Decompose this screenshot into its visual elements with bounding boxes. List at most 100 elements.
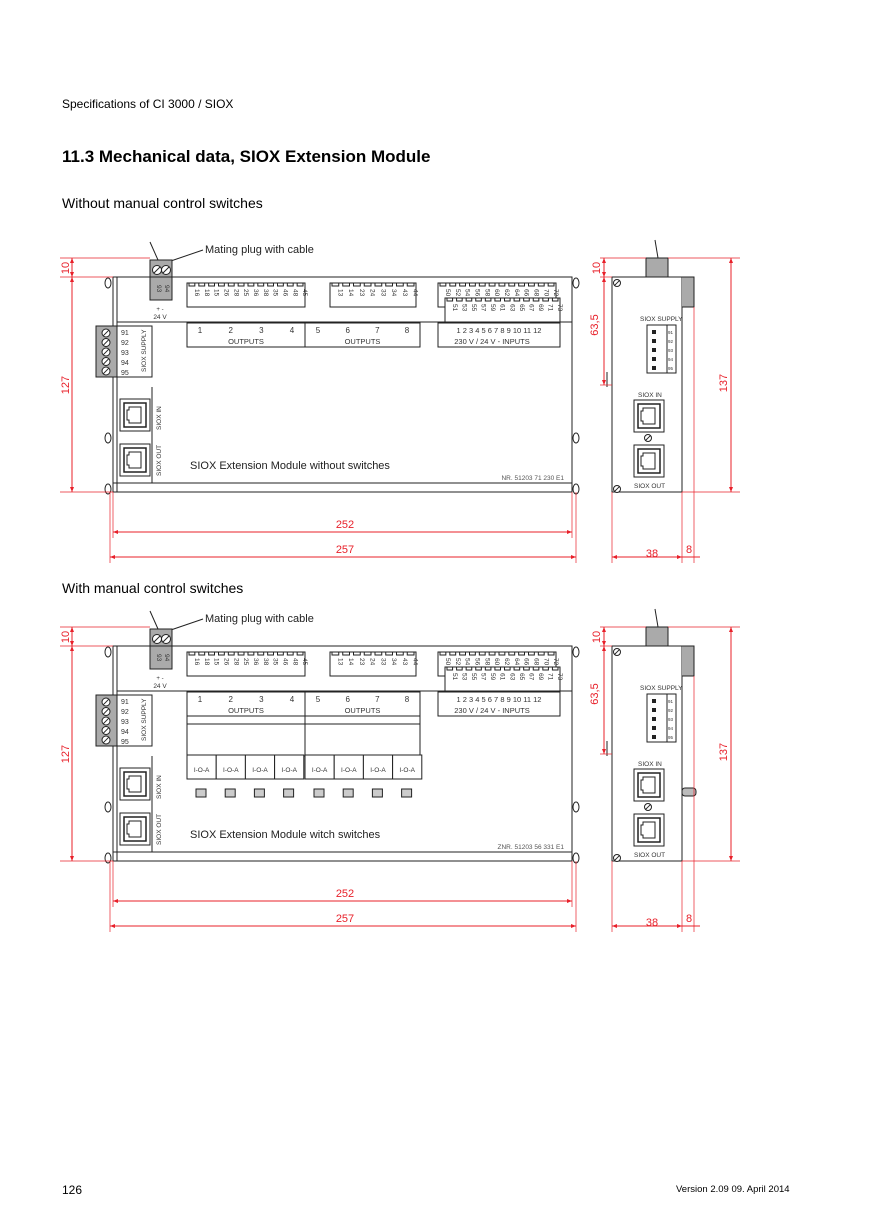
output-number: 4	[290, 695, 295, 704]
terminal-notch	[523, 298, 530, 302]
side-in-label: SIOX IN	[638, 392, 662, 399]
terminal-number: 16	[193, 658, 200, 666]
terminal-number: 35	[272, 658, 279, 666]
terminal-number: 64	[513, 658, 520, 666]
terminal-number: 48	[291, 289, 298, 297]
terminal-notch	[277, 283, 284, 287]
cable	[149, 241, 159, 261]
terminal-number: 61	[499, 304, 506, 312]
outputs-group-2	[304, 691, 421, 717]
terminal-number: 57	[480, 304, 487, 312]
side-pin: 95	[668, 735, 674, 740]
terminal-number: 67	[527, 673, 534, 681]
terminal-number: 66	[523, 289, 530, 297]
terminal-notch	[513, 667, 521, 671]
inputs-group	[437, 322, 561, 348]
pin	[652, 348, 656, 352]
side-pin: 92	[668, 708, 674, 713]
switch-cell	[186, 754, 217, 780]
pin	[652, 726, 656, 730]
dim-top-value: 10	[60, 262, 72, 274]
terminal-number: 28	[232, 658, 239, 666]
output-number: 8	[405, 326, 410, 335]
side-pin: 92	[668, 339, 674, 344]
terminal-number: 44	[412, 658, 419, 666]
outputs-group-1	[186, 322, 306, 348]
screw-slot	[102, 348, 110, 356]
terminal-number: 73	[556, 304, 563, 312]
terminal-notch	[218, 652, 225, 656]
page-number: 126	[62, 1183, 83, 1197]
jack-socket	[640, 407, 656, 425]
terminal-notch	[494, 667, 501, 671]
switch-cell	[392, 754, 423, 780]
terminal-notch	[257, 283, 265, 287]
terminal-number: 13	[336, 289, 343, 297]
terminal-notch	[551, 298, 559, 302]
terminal-number: 72	[552, 658, 559, 666]
dim-height-value: 127	[60, 745, 72, 763]
terminal-notch	[286, 283, 294, 287]
terminal-number: 54	[464, 289, 471, 297]
terminal-number: 59	[489, 673, 496, 681]
terminal-number: 52	[454, 289, 461, 297]
jack-socket	[126, 451, 142, 469]
terminal-notch	[363, 283, 372, 287]
terminal-notch	[469, 283, 476, 287]
terminal-number: 33	[379, 289, 386, 297]
terminal-number: 56	[473, 289, 480, 297]
pin	[652, 699, 656, 703]
terminal-number: 15	[213, 289, 220, 297]
input-numbers: 1 2 3 4 5 6 7 8 9 10 11 12	[457, 695, 542, 704]
terminal-notch	[198, 652, 206, 656]
terminal-number: 72	[552, 289, 559, 297]
pin	[652, 717, 656, 721]
terminal-number: 18	[203, 289, 210, 297]
switch-label: I-O-A	[341, 767, 357, 774]
screw-slot	[102, 717, 110, 725]
terminal-notch	[508, 283, 516, 287]
terminal-notch	[396, 283, 404, 287]
manual-switch-button	[313, 788, 325, 798]
mounting-tab	[572, 646, 580, 658]
screw-slot	[162, 266, 170, 274]
supply-pin: 91	[121, 330, 129, 337]
terminal-notch	[459, 283, 466, 287]
dim-side-mid-value: 63,5	[589, 314, 601, 335]
terminal-number: 50	[444, 289, 451, 297]
terminal-number: 51	[451, 673, 458, 681]
pin	[652, 330, 656, 334]
switch-area-2	[304, 715, 421, 757]
module-name: SIOX Extension Module without switches	[190, 460, 390, 472]
terminal-notch	[547, 652, 555, 656]
terminal-notch	[257, 652, 265, 656]
side-pin-box	[666, 324, 677, 374]
version-info: Version 2.09 09. April 2014	[676, 1184, 790, 1195]
screw-slot	[614, 486, 620, 492]
terminal-number: 35	[272, 289, 279, 297]
arrowhead	[70, 627, 74, 646]
side-pin: 91	[668, 699, 674, 704]
side-out-label: SIOX OUT	[634, 483, 665, 490]
screw-slot	[102, 708, 110, 715]
manual-switch-button	[253, 788, 265, 798]
output-number: 1	[198, 326, 203, 335]
terminal-strip-outputs-1	[186, 282, 306, 308]
pin	[652, 735, 656, 739]
side-plug	[645, 257, 669, 278]
terminal-notch	[267, 283, 274, 287]
terminal-number: 28	[232, 289, 239, 297]
terminal-number: 13	[336, 658, 343, 666]
mounting-tab	[104, 483, 112, 495]
terminal-notch	[488, 652, 496, 656]
dim-side-height-value: 137	[718, 743, 730, 761]
terminal-notch	[296, 283, 304, 287]
terminal-notch	[363, 652, 372, 656]
terminal-number: 63	[508, 673, 515, 681]
subtitle-without-switches: Without manual control switches	[62, 195, 263, 211]
side-pin-box	[666, 693, 677, 743]
terminal-notch	[547, 283, 555, 287]
terminal-number: 33	[379, 658, 386, 666]
jack-socket	[640, 452, 656, 470]
